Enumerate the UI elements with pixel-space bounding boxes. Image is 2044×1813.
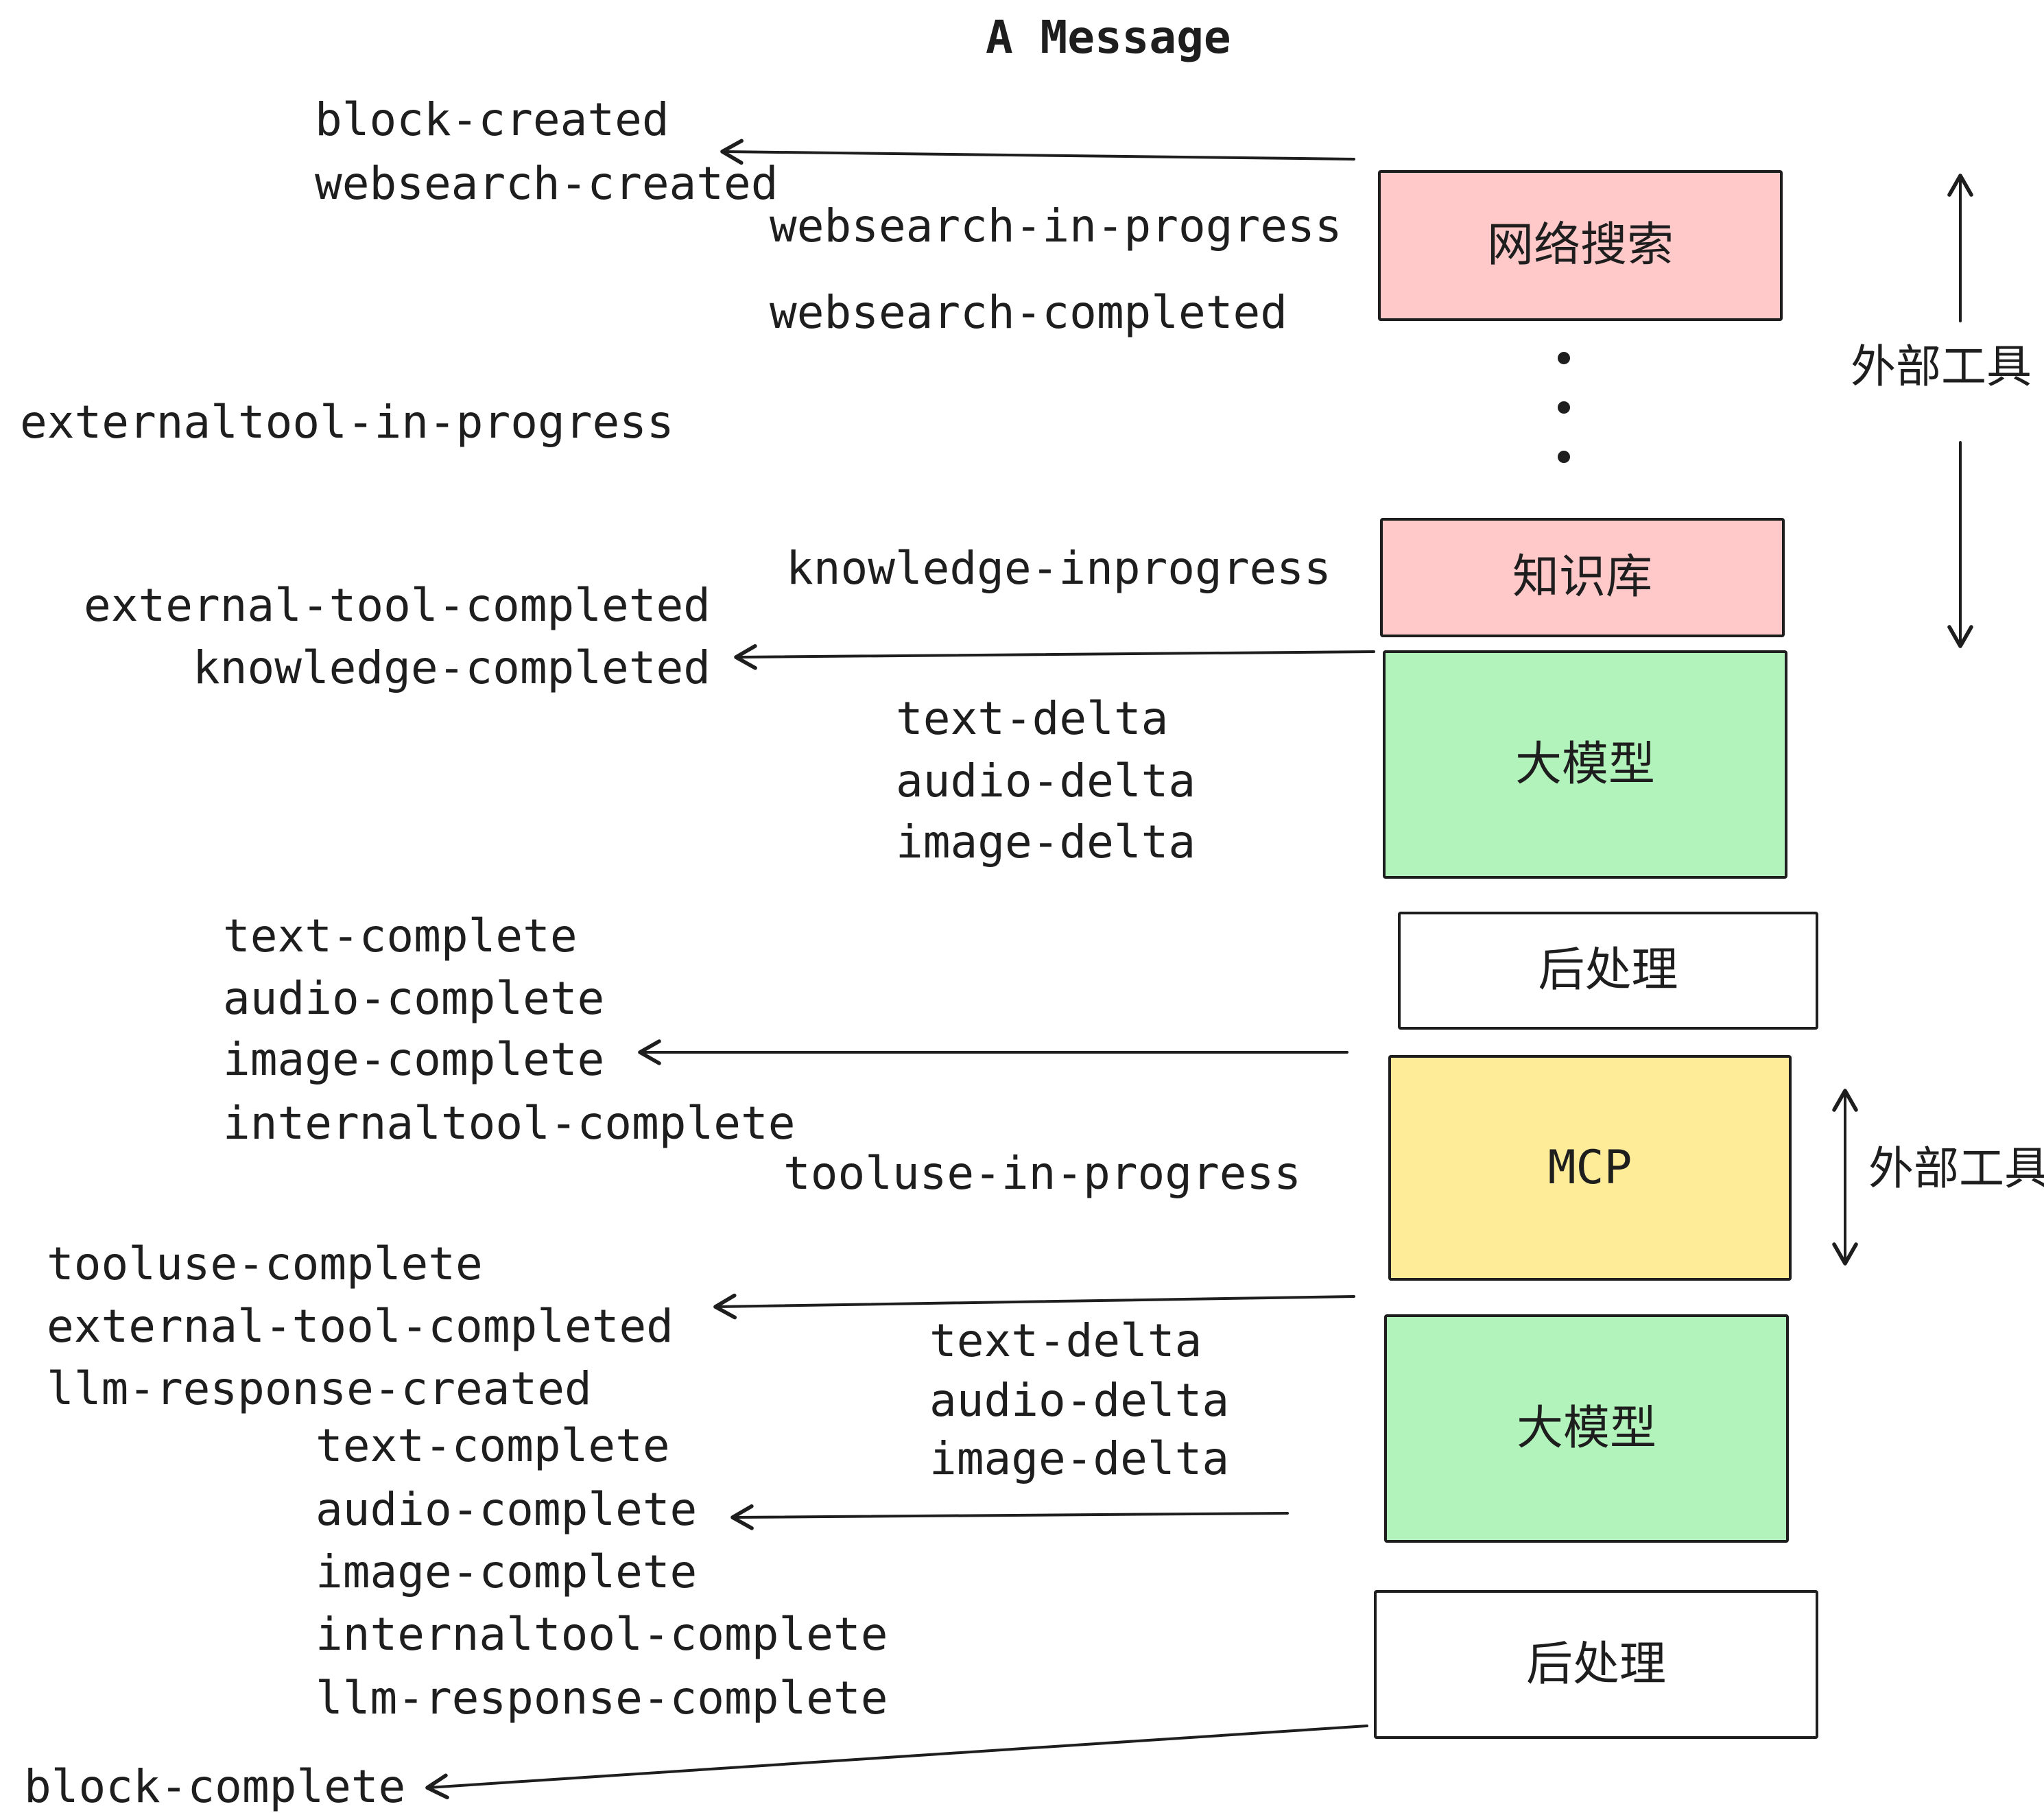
- ellipsis-dot: [1558, 401, 1570, 414]
- box-postprocess-2: 后处理: [1374, 1590, 1818, 1739]
- event-image-complete-1: image-complete: [223, 1033, 605, 1086]
- event-external-tool-completed-2: external-tool-completed: [47, 1300, 674, 1353]
- box-websearch: 网络搜索: [1378, 170, 1783, 321]
- event-knowledge-completed: knowledge-completed: [193, 641, 711, 694]
- event-audio-complete-2: audio-complete: [316, 1483, 698, 1536]
- box-postprocess-2-label: 后处理: [1525, 1637, 1666, 1692]
- box-llm-1-label: 大模型: [1514, 737, 1655, 792]
- event-internaltool-complete-1: internaltool-complete: [223, 1097, 796, 1150]
- box-llm-2-label: 大模型: [1516, 1401, 1656, 1456]
- event-tooluse-in-progress: tooluse-in-progress: [783, 1147, 1301, 1200]
- box-knowledge-label: 知识库: [1512, 550, 1652, 604]
- event-llm-response-complete: llm-response-complete: [316, 1672, 888, 1725]
- event-block-created: block-created: [315, 93, 669, 146]
- arrow-to-block-complete: [425, 1725, 1368, 1800]
- arrow-to-audio-complete: [730, 1504, 1289, 1530]
- event-image-delta-2: image-delta: [929, 1432, 1230, 1485]
- external-tools-label-top: 外部工具: [1851, 340, 2032, 393]
- event-audio-delta-1: audio-delta: [896, 755, 1196, 807]
- event-knowledge-inprogress: knowledge-inprogress: [786, 542, 1331, 595]
- event-external-tool-completed-1: external-tool-completed: [84, 579, 711, 632]
- ellipsis-dots: [1558, 352, 1570, 463]
- event-image-delta-1: image-delta: [896, 816, 1196, 868]
- event-internaltool-complete-2: internaltool-complete: [316, 1608, 888, 1661]
- box-knowledge: 知识库: [1380, 518, 1785, 637]
- box-websearch-label: 网络搜索: [1486, 218, 1674, 272]
- event-audio-delta-2: audio-delta: [929, 1374, 1230, 1427]
- box-llm-2: 大模型: [1384, 1314, 1789, 1543]
- event-websearch-in-progress: websearch-in-progress: [770, 200, 1342, 252]
- ellipsis-dot: [1558, 451, 1570, 463]
- diagram-title: A Message: [986, 11, 1231, 64]
- box-mcp: MCP: [1388, 1055, 1792, 1281]
- event-image-complete-2: image-complete: [316, 1545, 698, 1598]
- event-audio-complete-1: audio-complete: [223, 972, 605, 1025]
- box-postprocess-1: 后处理: [1398, 912, 1818, 1030]
- event-text-delta-2: text-delta: [929, 1314, 1202, 1367]
- box-mcp-label: MCP: [1547, 1140, 1632, 1195]
- event-websearch-completed: websearch-completed: [770, 286, 1287, 339]
- event-text-delta-1: text-delta: [896, 692, 1169, 745]
- event-block-complete: block-complete: [24, 1760, 406, 1813]
- event-externaltool-in-progress: externaltool-in-progress: [20, 396, 674, 449]
- event-text-complete-1: text-complete: [223, 910, 578, 962]
- box-postprocess-1-label: 后处理: [1538, 943, 1678, 997]
- ellipsis-dot: [1558, 352, 1570, 364]
- event-llm-response-created: llm-response-created: [47, 1362, 592, 1415]
- box-llm-1: 大模型: [1383, 650, 1787, 879]
- event-tooluse-complete: tooluse-complete: [47, 1237, 483, 1290]
- event-websearch-created: websearch-created: [315, 157, 779, 210]
- external-tools-label-mcp: 外部工具: [1868, 1142, 2044, 1195]
- arrow-to-websearch-created: [720, 139, 1355, 165]
- arrow-to-tooluse-complete: [713, 1293, 1355, 1320]
- arrow-to-knowledge-completed: [734, 643, 1375, 670]
- event-text-complete-2: text-complete: [316, 1419, 670, 1472]
